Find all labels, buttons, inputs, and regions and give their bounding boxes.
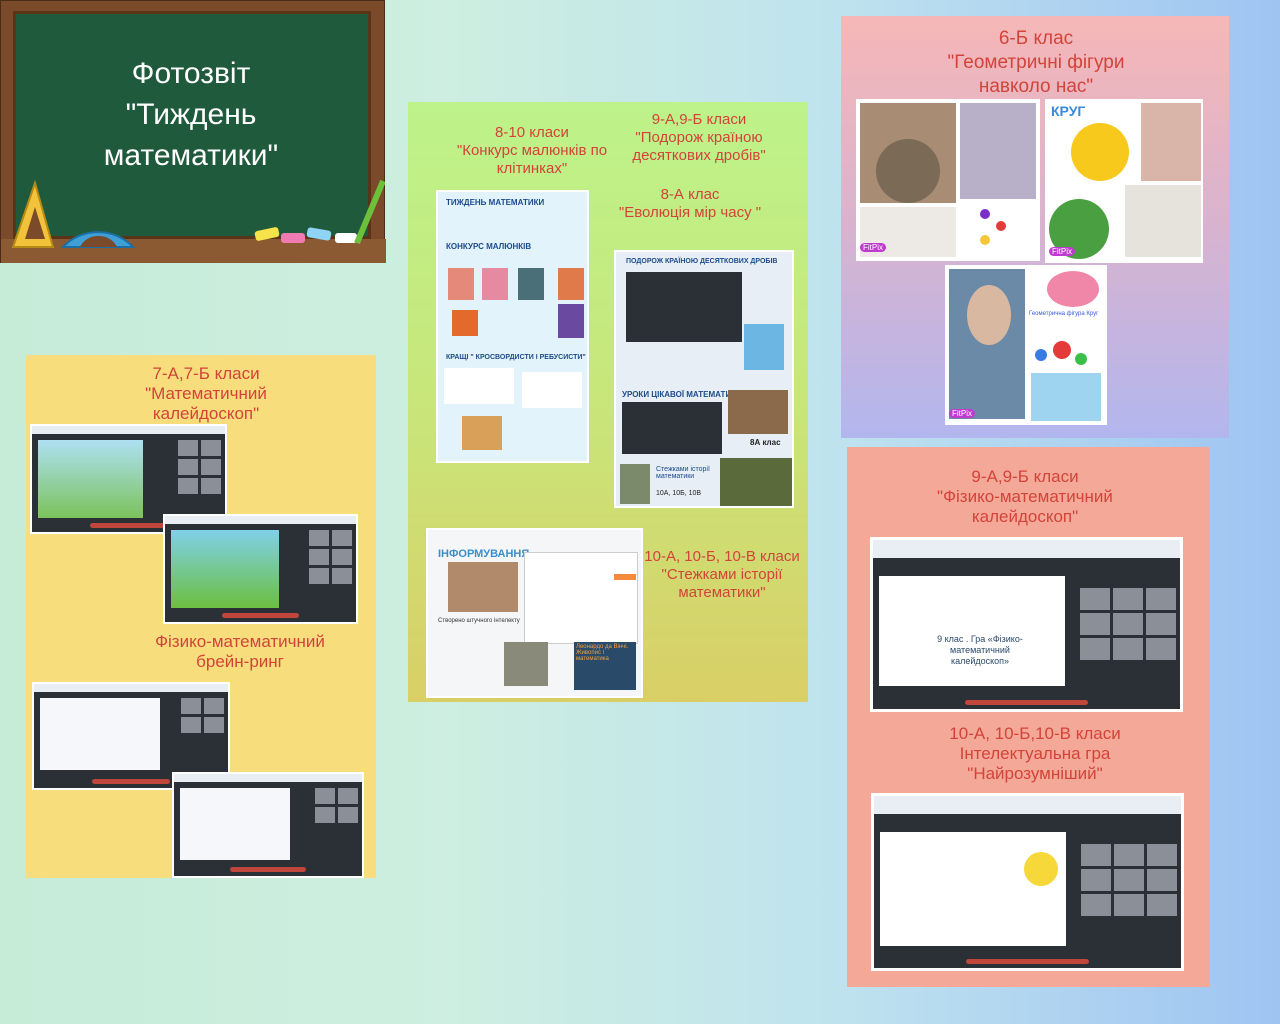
class-label: 8А клас — [750, 438, 781, 447]
chalk-ledge — [1, 239, 386, 263]
caption-line: "Математичний — [145, 384, 267, 403]
caption-line: "Стежками історії — [661, 566, 783, 583]
caption-decimals: 9-А,9-Б класи "Подорож країною десяткови… — [614, 111, 784, 165]
caption-line: 9-А,9-Б класи — [971, 467, 1079, 486]
chalkboard-surface — [13, 11, 371, 239]
chalkboard: Фотозвіт "Тиждень математики" — [0, 0, 386, 263]
video-call-screenshot — [163, 514, 358, 624]
caption-line: "Подорож країною — [635, 129, 763, 146]
caption-line: калейдоскоп" — [971, 507, 1079, 526]
page-title: Фотозвіт "Тиждень математики" — [41, 53, 341, 176]
slide-section: КОНКУРС МАЛЮНКІВ — [446, 242, 532, 251]
slide-section: КРАЩІ " КРОСВОРДИСТИ І РЕБУСИСТИ" — [446, 354, 586, 361]
caption-smartest: 10-А, 10-Б,10-В класи Інтелектуальна гра… — [920, 724, 1150, 784]
photo-collage-1: FitPix — [856, 99, 1040, 261]
caption-line: 8-10 класи — [495, 124, 569, 141]
photo-collage-2: КРУГ FitPix — [1045, 99, 1203, 263]
caption-line: 10-А, 10-Б,10-В класи — [949, 724, 1121, 743]
slide-text: 9 клас . Гра «Фізико-математичний калейд… — [937, 634, 1023, 666]
caption-line: "Фізико-математичний — [937, 487, 1113, 506]
caption-line: 8-А клас — [660, 186, 720, 203]
caption-line: "Еволюція мір часу " — [618, 204, 762, 221]
slide-text: Стежками історії математики — [656, 466, 710, 480]
caption-line: десяткових дробів" — [632, 147, 766, 164]
slide-text: 10А, 10Б, 10В — [656, 490, 702, 497]
krug-label: КРУГ — [1051, 103, 1086, 119]
video-call-screenshot — [32, 682, 230, 790]
decimals-slide: ПОДОРОЖ КРАЇНОЮ ДЕСЯТКОВИХ ДРОБІВ УРОКИ … — [614, 250, 794, 508]
slide-title: ПОДОРОЖ КРАЇНОЮ ДЕСЯТКОВИХ ДРОБІВ — [626, 258, 778, 265]
figure-caption: Геометрична фігура Круг — [1029, 311, 1099, 317]
caption-line: математики" — [678, 584, 766, 601]
title-line-2: "Тиждень — [125, 98, 257, 131]
caption-line: "Найрозумніший" — [967, 764, 1103, 783]
fitpix-logo: FitPix — [860, 243, 886, 252]
caption-line: калейдоскоп" — [152, 404, 260, 423]
slide-title: ІНФОРМУВАННЯ — [438, 548, 530, 560]
slide-section: УРОКИ ЦІКАВОЇ МАТЕМАТИКИ — [622, 390, 742, 399]
caption-kaleidoscope-7: 7-А,7-Б класи "Математичний калейдоскоп" — [56, 364, 356, 424]
title-line-1: Фотозвіт — [131, 57, 251, 90]
caption-line: "Геометричні фігури — [947, 52, 1125, 73]
video-call-screenshot — [172, 772, 364, 878]
caption-line: Інтелектуальна гра — [959, 744, 1111, 763]
stationery-icon — [11, 179, 385, 248]
caption-line: 6-Б клас — [998, 28, 1074, 49]
caption-brain-ring: Фізико-математичний брейн-ринг — [110, 632, 370, 672]
caption-line: 10-А, 10-Б, 10-В класи — [644, 548, 800, 565]
caption-history: 10-А, 10-Б, 10-В класи "Стежками історії… — [640, 548, 804, 602]
caption-line: брейн-ринг — [196, 652, 284, 671]
caption-geometry: 6-Б клас "Геометричні фігури навколо нас… — [896, 27, 1176, 99]
fitpix-logo: FitPix — [949, 409, 975, 418]
caption-time-units: 8-А клас "Еволюція мір часу " — [600, 186, 780, 222]
title-line-3: математики" — [103, 139, 279, 172]
caption-line: клітинках" — [496, 160, 568, 177]
caption-drawing-contest: 8-10 класи "Конкурс малюнків по клітинка… — [432, 124, 632, 178]
fitpix-logo: FitPix — [1049, 247, 1075, 256]
slide-text: Леонардо да Вінчі. Живопис і математика — [576, 644, 629, 662]
caption-line: навколо нас" — [978, 76, 1094, 97]
caption-line: 7-А,7-Б класи — [152, 364, 260, 383]
video-call-screenshot: 9 клас . Гра «Фізико-математичний калейд… — [870, 537, 1183, 712]
caption-phys-math: 9-А,9-Б класи "Фізико-математичний калей… — [900, 467, 1150, 527]
slide-title: ТИЖДЕНЬ МАТЕМАТИКИ — [446, 198, 545, 207]
drawing-contest-slide: ТИЖДЕНЬ МАТЕМАТИКИ КОНКУРС МАЛЮНКІВ КРАЩ… — [436, 190, 589, 463]
photo-collage-3: Геометрична фігура Круг FitPix — [945, 265, 1107, 425]
information-slide: ІНФОРМУВАННЯ Створено штучного інтелекту… — [426, 528, 643, 698]
caption-line: "Конкурс малюнків по — [456, 142, 608, 159]
caption-line: 9-А,9-Б класи — [651, 111, 747, 128]
slide-text: Створено штучного інтелекту — [438, 618, 520, 624]
video-call-screenshot — [871, 793, 1184, 971]
caption-line: Фізико-математичний — [155, 632, 325, 651]
